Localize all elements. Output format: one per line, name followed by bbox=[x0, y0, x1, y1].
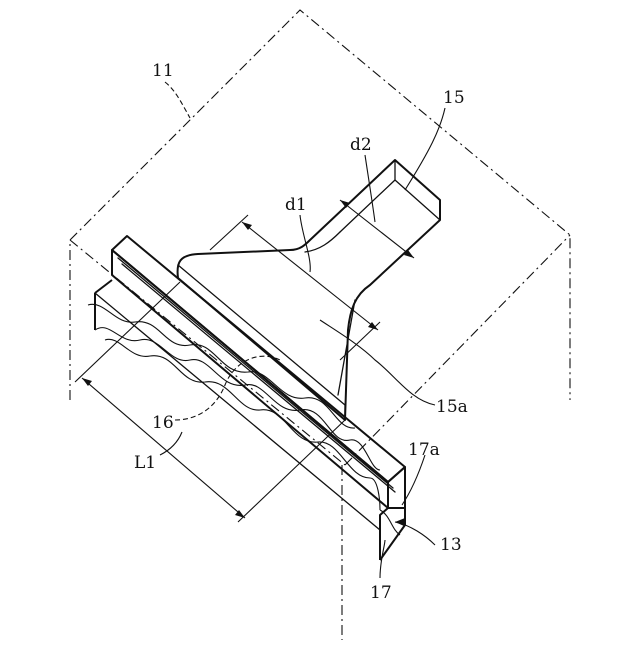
label-17a: 17a bbox=[408, 440, 440, 460]
label-d1: d1 bbox=[285, 195, 307, 215]
label-16: 16 bbox=[152, 413, 174, 433]
rail-groove bbox=[118, 258, 395, 492]
flange-15 bbox=[178, 160, 440, 420]
label-11: 11 bbox=[152, 61, 174, 81]
label-17: 17 bbox=[370, 583, 392, 603]
rail-17 bbox=[95, 236, 405, 560]
leader-lines bbox=[160, 82, 445, 578]
dimension-d2 bbox=[340, 200, 414, 258]
dimension-d1 bbox=[210, 215, 380, 360]
break-lines bbox=[88, 304, 400, 535]
label-13: 13 bbox=[440, 535, 462, 555]
label-15a: 15a bbox=[436, 397, 468, 417]
label-d2: d2 bbox=[350, 135, 372, 155]
label-L1: L1 bbox=[134, 453, 156, 473]
phantom-outline-11 bbox=[70, 10, 570, 640]
dimension-L1 bbox=[75, 282, 345, 522]
label-15: 15 bbox=[443, 88, 465, 108]
